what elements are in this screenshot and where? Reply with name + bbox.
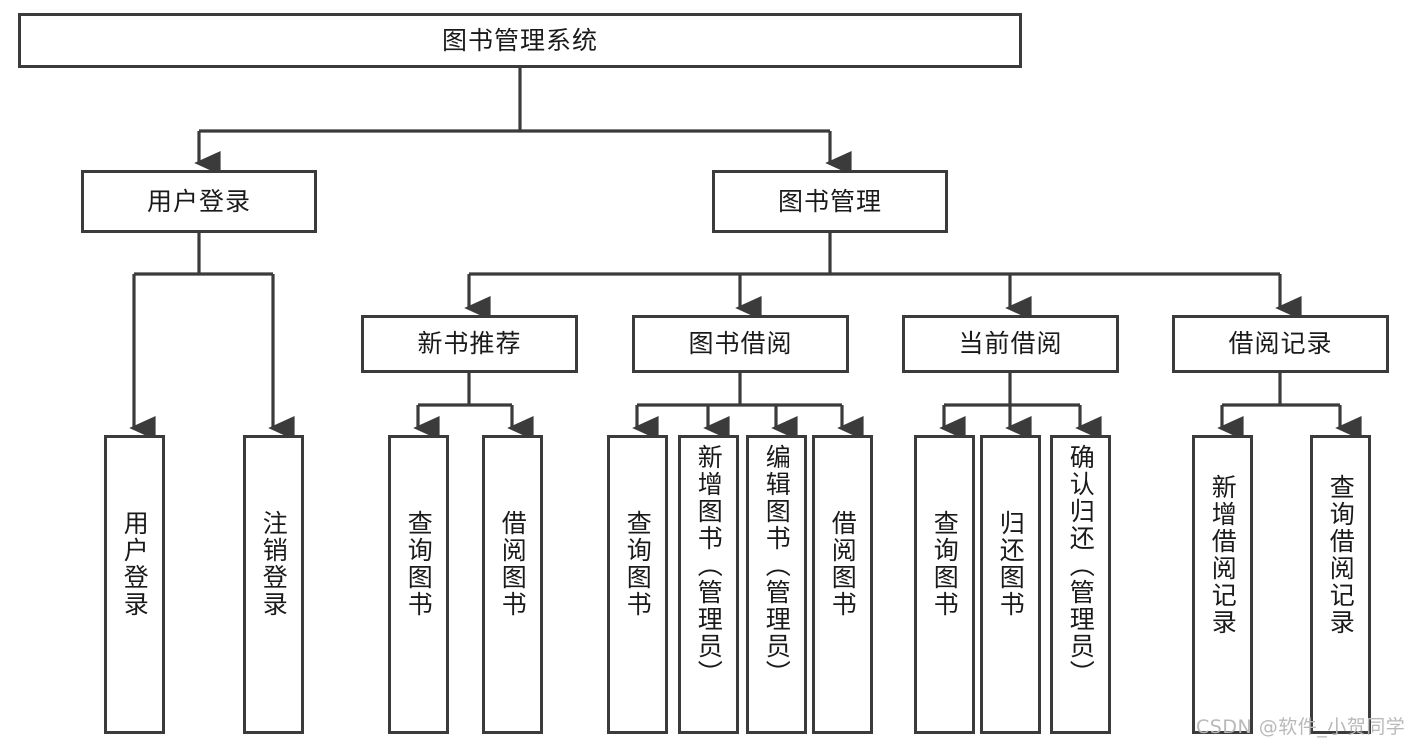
node-leaf-query-record[interactable]: 查询借阅记录 <box>1310 435 1371 734</box>
node-current-borrow[interactable]: 当前借阅 <box>902 315 1119 373</box>
node-leaf-user-login-label: 用户登录 <box>120 510 150 618</box>
node-root-label: 图书管理系统 <box>441 25 598 55</box>
node-leaf-borrow-book-2-label: 借阅图书 <box>828 510 858 618</box>
node-leaf-borrow-book-1-label: 借阅图书 <box>498 510 528 618</box>
node-leaf-borrow-book-2[interactable]: 借阅图书 <box>812 435 873 734</box>
node-book-management-label: 图书管理 <box>777 186 882 216</box>
node-leaf-add-record[interactable]: 新增借阅记录 <box>1192 435 1253 734</box>
node-root[interactable]: 图书管理系统 <box>18 13 1022 68</box>
node-leaf-add-record-label: 新增借阅记录 <box>1208 474 1238 636</box>
node-leaf-confirm-return-label: 确认归还（管理员） <box>1066 444 1096 687</box>
node-leaf-add-book-label: 新增图书（管理员） <box>694 444 724 687</box>
node-book-management[interactable]: 图书管理 <box>712 170 948 233</box>
node-leaf-query-record-label: 查询借阅记录 <box>1326 474 1356 636</box>
node-leaf-user-logout-label: 注销登录 <box>259 510 289 618</box>
node-user-login-label: 用户登录 <box>146 186 251 216</box>
node-leaf-edit-book[interactable]: 编辑图书（管理员） <box>746 435 807 734</box>
node-leaf-user-login[interactable]: 用户登录 <box>104 435 165 734</box>
node-leaf-borrow-book-1[interactable]: 借阅图书 <box>482 435 543 734</box>
node-leaf-edit-book-label: 编辑图书（管理员） <box>762 444 792 687</box>
node-leaf-return-book-label: 归还图书 <box>996 510 1026 618</box>
node-leaf-query-book-2[interactable]: 查询图书 <box>607 435 668 734</box>
node-borrow-record-label: 借阅记录 <box>1228 329 1333 359</box>
node-leaf-user-logout[interactable]: 注销登录 <box>243 435 304 734</box>
node-leaf-return-book[interactable]: 归还图书 <box>980 435 1041 734</box>
node-new-book-recommend-label: 新书推荐 <box>417 329 522 359</box>
node-book-borrow-label: 图书借阅 <box>688 329 793 359</box>
node-user-login[interactable]: 用户登录 <box>81 170 317 233</box>
node-book-borrow[interactable]: 图书借阅 <box>632 315 849 373</box>
node-leaf-confirm-return[interactable]: 确认归还（管理员） <box>1050 435 1111 734</box>
node-leaf-query-book-2-label: 查询图书 <box>623 510 653 618</box>
node-new-book-recommend[interactable]: 新书推荐 <box>361 315 578 373</box>
node-borrow-record[interactable]: 借阅记录 <box>1172 315 1389 373</box>
node-leaf-query-book-1[interactable]: 查询图书 <box>388 435 449 734</box>
node-leaf-query-book-1-label: 查询图书 <box>404 510 434 618</box>
node-current-borrow-label: 当前借阅 <box>958 329 1063 359</box>
node-leaf-query-book-3-label: 查询图书 <box>930 510 960 618</box>
watermark-text: CSDN @软件_小贺同学 <box>1196 716 1405 738</box>
node-leaf-query-book-3[interactable]: 查询图书 <box>914 435 975 734</box>
node-leaf-add-book[interactable]: 新增图书（管理员） <box>678 435 739 734</box>
